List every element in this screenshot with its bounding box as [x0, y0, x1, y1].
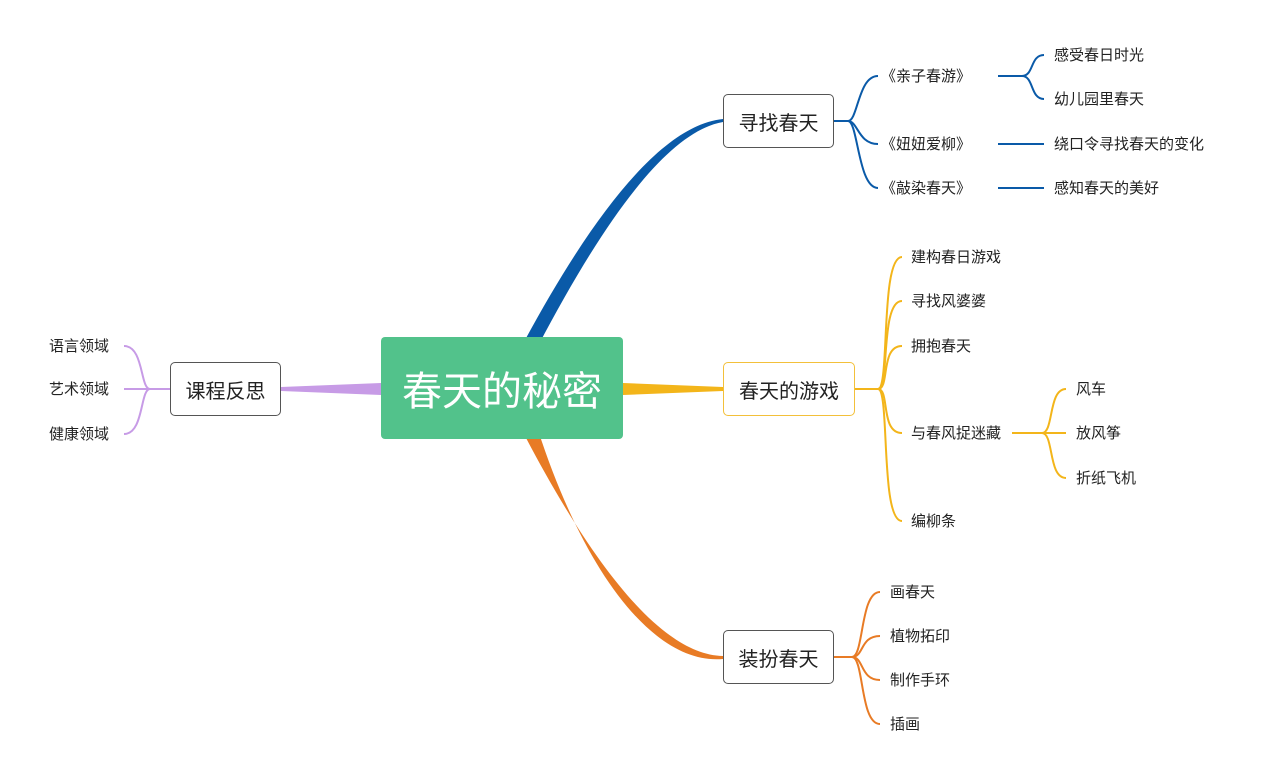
subtopic-kindergarten-spring[interactable]: 幼儿园里春天	[1054, 90, 1145, 108]
subtopic-find-wind-granny[interactable]: 寻找风婆婆	[911, 292, 987, 310]
subtopic-feel-spring-beauty[interactable]: 感知春天的美好	[1054, 179, 1160, 197]
topic-spring-games[interactable]: 春天的游戏	[723, 362, 855, 416]
subtopic-niuniu-loves-willow[interactable]: 《妞妞爱柳》	[881, 135, 972, 153]
branch-dress-spring-connector	[525, 430, 723, 660]
subtopic-weave-willow[interactable]: 编柳条	[911, 512, 957, 530]
subtopic-feel-spring-time[interactable]: 感受春日时光	[1054, 46, 1145, 64]
subtopic-make-bracelet[interactable]: 制作手环	[890, 671, 951, 689]
topic-find-spring[interactable]: 寻找春天	[723, 94, 834, 148]
topic-reflection[interactable]: 课程反思	[170, 362, 281, 416]
subtopic-art-domain[interactable]: 艺术领域	[49, 380, 110, 398]
subtopic-language-domain[interactable]: 语言领域	[49, 337, 110, 355]
subtopic-health-domain[interactable]: 健康领域	[49, 425, 110, 443]
subtopic-illustration[interactable]: 插画	[890, 715, 921, 733]
central-topic[interactable]: 春天的秘密	[381, 337, 623, 439]
subtopic-hug-spring[interactable]: 拥抱春天	[911, 337, 972, 355]
topic-dress-spring[interactable]: 装扮春天	[723, 630, 834, 684]
subtopic-plant-rubbing[interactable]: 植物拓印	[890, 627, 951, 645]
subtopic-fly-kite[interactable]: 放风筝	[1076, 424, 1122, 442]
subtopic-tongue-twister[interactable]: 绕口令寻找春天的变化	[1054, 135, 1205, 153]
subtopic-paper-plane[interactable]: 折纸飞机	[1076, 469, 1137, 487]
subtopic-parent-child-outing[interactable]: 《亲子春游》	[881, 67, 972, 85]
branch-reflection-connector	[281, 383, 381, 395]
subtopic-pinwheel[interactable]: 风车	[1076, 380, 1107, 398]
subtopic-hide-and-seek[interactable]: 与春风捉迷藏	[911, 424, 1002, 442]
branch-spring-games-connector	[623, 383, 723, 395]
subtopic-draw-spring[interactable]: 画春天	[890, 583, 936, 601]
subtopic-build-spring-game[interactable]: 建构春日游戏	[911, 248, 1002, 266]
branch-find-spring-connector	[525, 119, 723, 346]
subtopic-dyeing-spring[interactable]: 《敲染春天》	[881, 179, 972, 197]
